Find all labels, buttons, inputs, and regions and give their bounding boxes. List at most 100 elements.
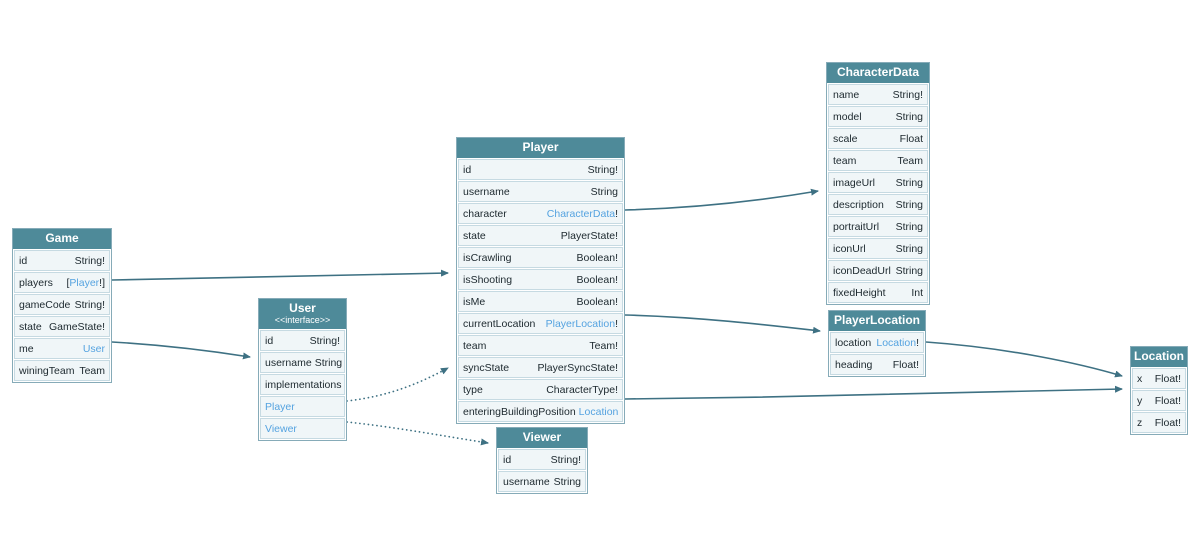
type-scalar: PlayerSyncState!: [537, 361, 618, 374]
table-header-viewer[interactable]: Viewer: [497, 428, 587, 448]
field-type: String!: [75, 299, 105, 311]
table-header-location[interactable]: Location: [1131, 347, 1187, 367]
field-name: Viewer: [265, 422, 297, 435]
type-scalar: String!: [892, 88, 923, 101]
field-type: Location: [579, 406, 619, 418]
table-header-characterdata[interactable]: CharacterData: [827, 63, 929, 83]
edge-user-player-to-player[interactable]: [346, 367, 449, 402]
field-type: String!: [588, 164, 618, 176]
field-name: state: [19, 320, 42, 333]
field-row-syncState[interactable]: syncState PlayerSyncState!: [458, 357, 623, 378]
field-row-name[interactable]: name String!: [828, 84, 928, 105]
field-type: Float!: [893, 359, 919, 371]
field-name: implementations: [265, 378, 342, 391]
type-link[interactable]: Location: [876, 336, 917, 349]
field-name: y: [1137, 394, 1143, 407]
table-header-user[interactable]: User <<interface>>: [259, 299, 346, 329]
field-name: isShooting: [463, 273, 513, 286]
type-scalar: Float!: [1154, 394, 1181, 407]
field-row-isShooting[interactable]: isShooting Boolean!: [458, 269, 623, 290]
type-scalar: String: [590, 185, 618, 198]
table-header-player[interactable]: Player: [457, 138, 624, 158]
field-row-players[interactable]: players[Player!]: [14, 272, 110, 293]
field-row-z[interactable]: z Float!: [1132, 412, 1186, 433]
field-type: Boolean!: [577, 296, 618, 308]
type-link[interactable]: CharacterData: [546, 207, 616, 220]
edge-player-currentlocation-to-playerlocation[interactable]: [624, 314, 821, 334]
field-row-Player[interactable]: Player: [260, 396, 345, 417]
field-name: enteringBuildingPosition: [463, 405, 576, 418]
field-row-implementations[interactable]: implementations: [260, 374, 345, 395]
field-type: String: [554, 476, 581, 488]
field-name: name: [833, 88, 860, 101]
type-scalar: String: [895, 198, 923, 211]
field-type: Float!: [1155, 417, 1181, 429]
field-name: Player: [265, 400, 295, 413]
type-link[interactable]: User: [82, 342, 105, 355]
type-link[interactable]: PlayerLocation: [545, 317, 616, 330]
edge-user-viewer-to-viewer[interactable]: [346, 421, 489, 446]
field-row-y[interactable]: y Float!: [1132, 390, 1186, 411]
type-link[interactable]: Player: [69, 276, 100, 289]
field-name: z: [1137, 416, 1143, 429]
type-scalar: String!: [550, 453, 581, 466]
type-scalar: Boolean!: [576, 273, 618, 286]
field-name: fixedHeight: [833, 286, 886, 299]
field-type: PlayerState!: [561, 230, 618, 242]
table-header-game[interactable]: Game: [13, 229, 111, 249]
field-row-Viewer[interactable]: Viewer: [260, 418, 345, 439]
type-scalar: Float!: [1154, 416, 1181, 429]
edge-game-players-to-player[interactable]: [111, 269, 449, 281]
edge-game-me-to-user[interactable]: [111, 341, 251, 360]
field-type: PlayerLocation!: [545, 317, 618, 330]
edge-playerlocation-location-to-location[interactable]: [925, 341, 1123, 378]
field-name: team: [463, 339, 487, 352]
type-scalar: String!: [587, 163, 618, 176]
type-scalar: String: [895, 264, 923, 277]
edge-player-enteringbuildingposition-to-location[interactable]: [624, 385, 1123, 400]
field-name: scale: [833, 132, 858, 145]
type-link[interactable]: Location: [578, 405, 619, 418]
type-scalar: PlayerState!: [560, 229, 618, 242]
field-type: CharacterType!: [546, 384, 618, 396]
field-name: syncState: [463, 361, 510, 374]
table-header-playerlocation[interactable]: PlayerLocation: [829, 311, 925, 331]
edge-player-character-to-characterdata[interactable]: [624, 188, 819, 211]
type-scalar: Boolean!: [576, 295, 618, 308]
